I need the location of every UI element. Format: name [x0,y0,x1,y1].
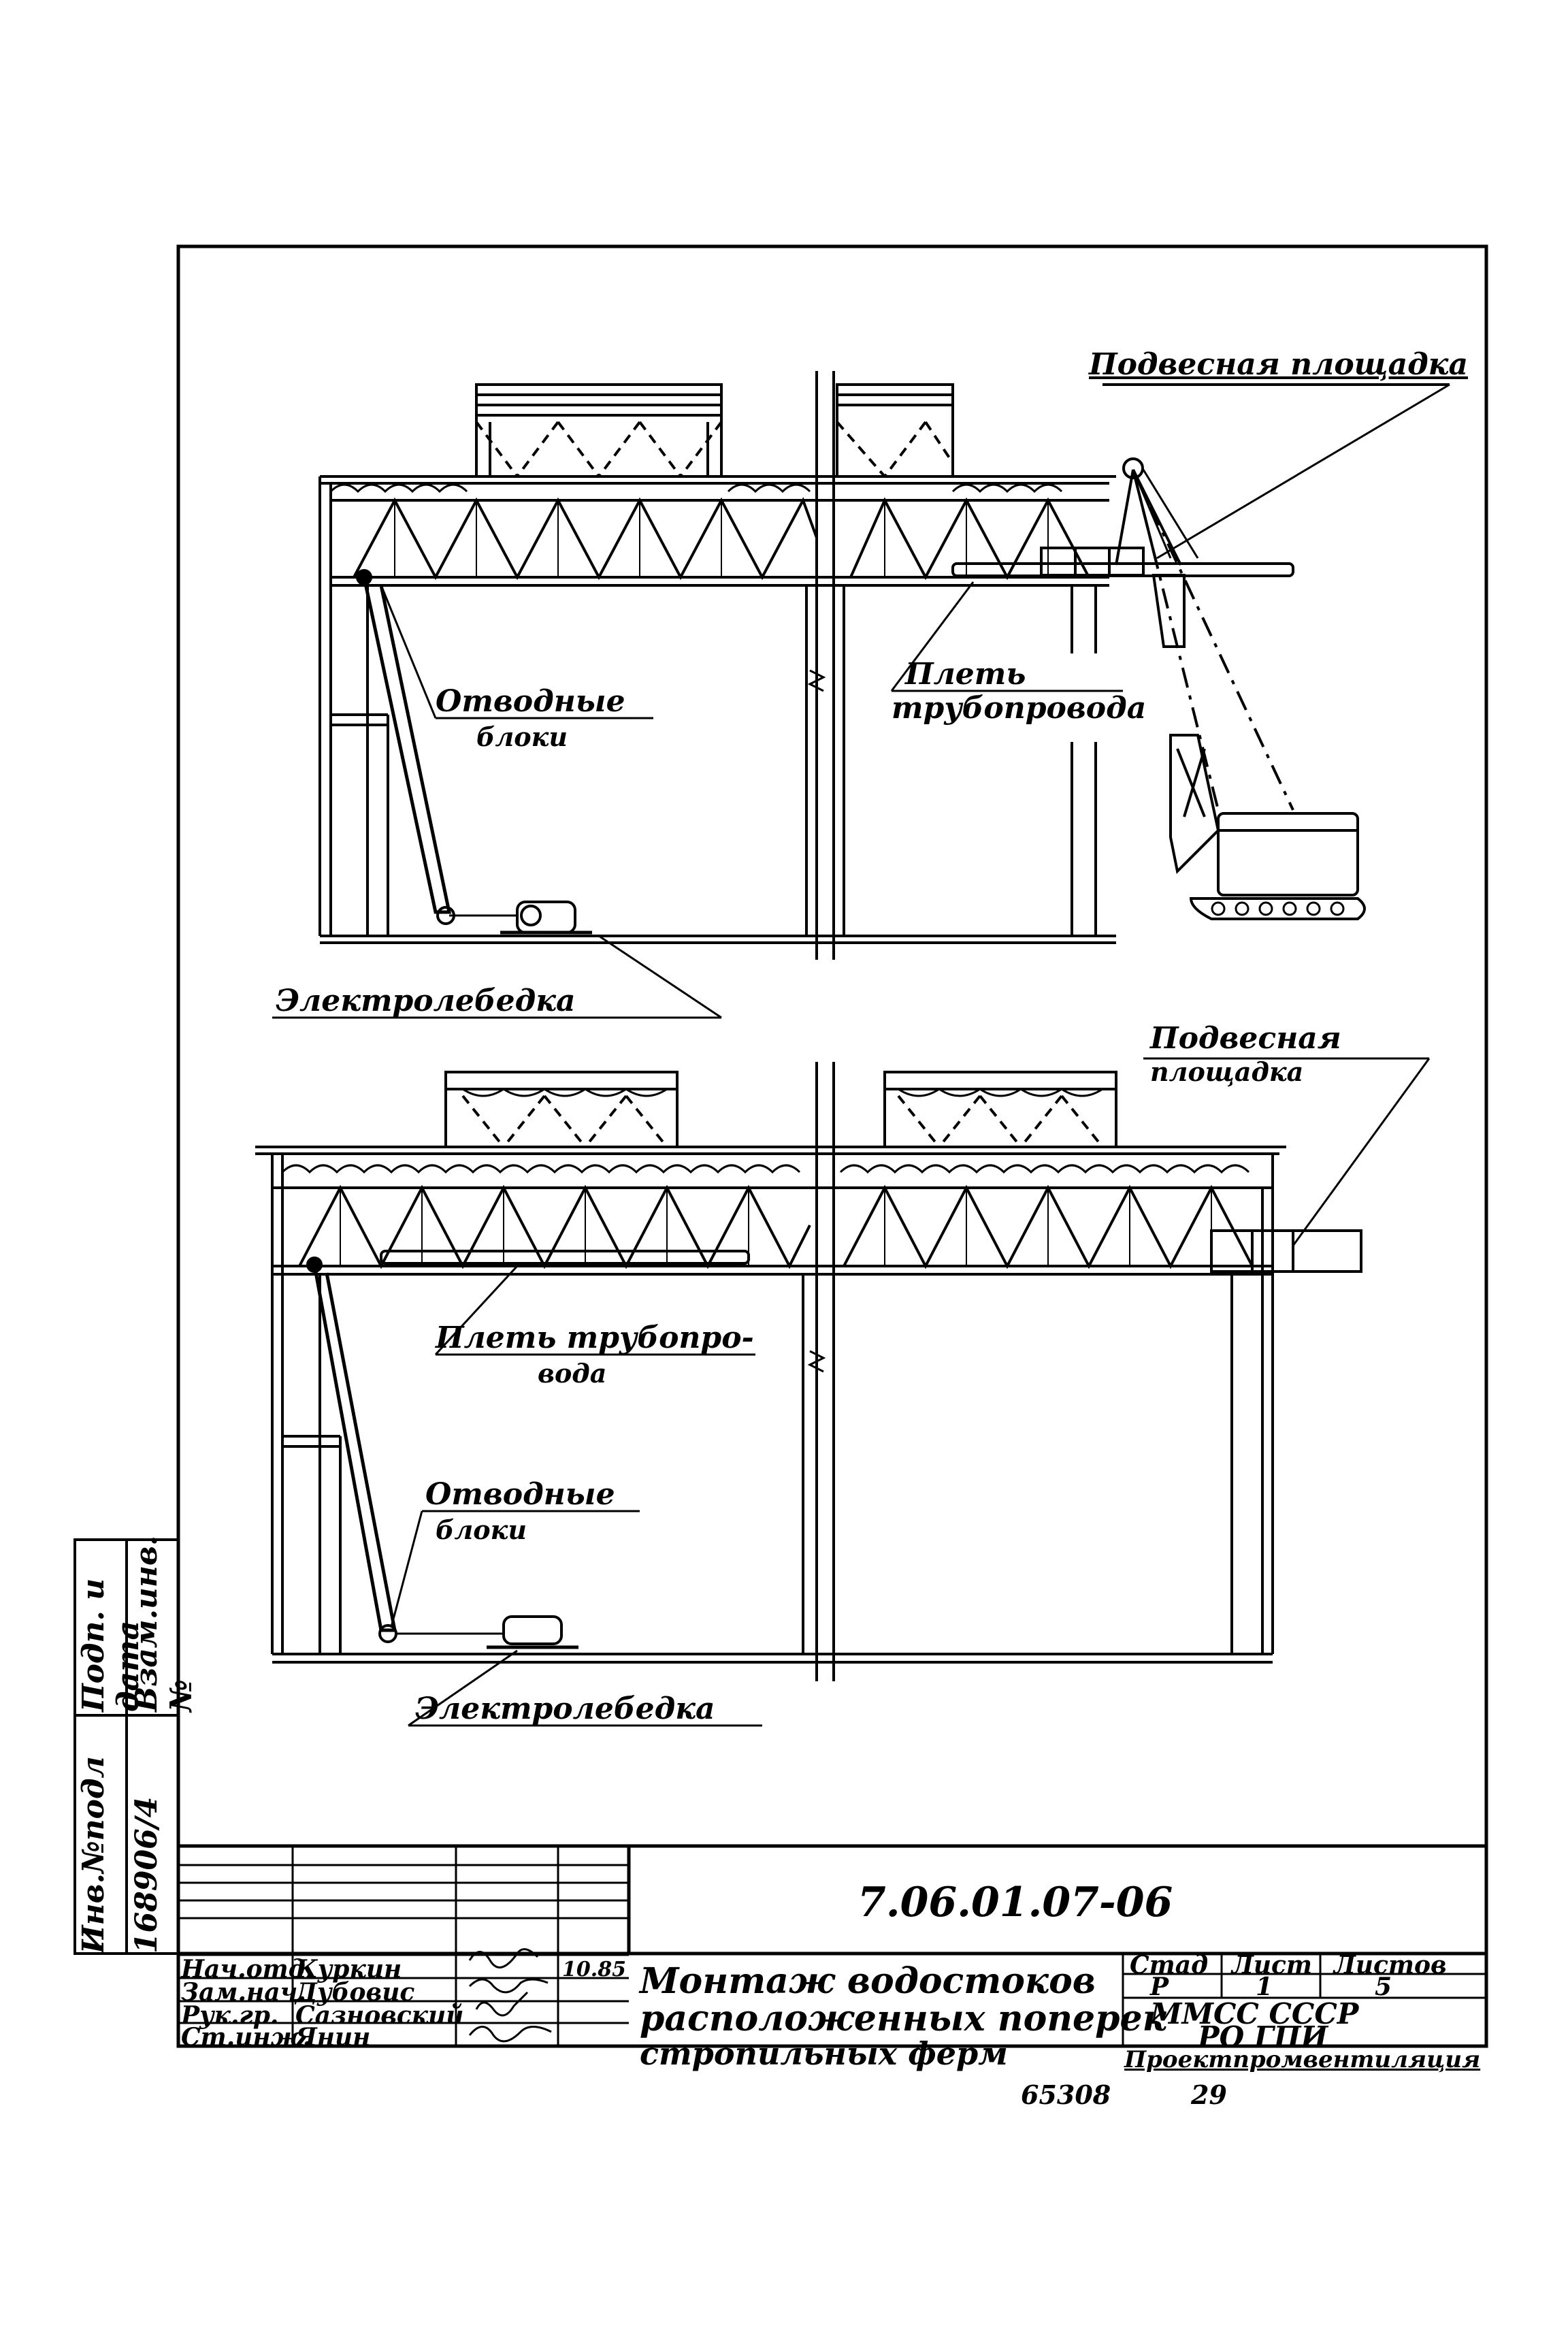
sheet-value: 1 [1256,1973,1273,2001]
label-blocks-top-line1: Отводные [436,684,625,719]
doc-code: 7.06.01.07-06 [858,1879,1173,1926]
sheet-header: Лист [1232,1951,1313,1979]
drawing-title-line2: расположенных поперек [640,1998,1166,2039]
name-4: Янин [295,2023,371,2052]
sign-date: 10.85 [562,1958,626,1981]
drawing-title-line1: Монтаж водостоков [640,1960,1096,2002]
drawing-title-line3: стропильных ферм [640,2035,1008,2072]
bottom-view [255,1057,1431,1727]
label-blocks-bottom-line2: блоки [436,1515,527,1545]
side-stamp-inv-number: 168906/4 [129,1796,164,1954]
name-1: Куркин [295,1955,402,1983]
top-view [272,371,1450,1019]
label-hanging-platform-bottom-line2: площадка [1150,1056,1304,1087]
role-3: Рук.гр. [181,2001,279,2030]
side-stamp-inv-label: Инв.№подл [76,1756,111,1954]
side-stamp-replace-inv-label: Взам.инв.№ [129,1535,199,1712]
name-2: Дубовис [295,1978,415,2007]
role-4: Ст.инж. [181,2023,312,2052]
label-blocks-top-line2: блоки [476,722,568,752]
side-stamp-inv-value: 168906/4 [129,1715,164,1954]
sheets-header: Листов [1334,1951,1447,1979]
label-hanging-platform-top: Подвесная площадка [1089,347,1468,382]
signatures [468,1948,552,2043]
stage-header: Стад [1130,1951,1209,1979]
sheets-value: 5 [1375,1973,1392,2001]
side-stamp-replace-inv: Взам.инв.№ [129,1535,199,1712]
label-hanging-platform-bottom-line1: Подвесная [1150,1021,1341,1056]
org-line3: Проектпромвентиляция [1124,2046,1481,2073]
name-3: Сазновский [295,2001,464,2030]
label-pipe-top-line1: Плеть [905,657,1026,692]
org-line2: РО ГПИ [1198,2020,1328,2054]
side-stamp-grid [74,1538,180,1955]
label-pipe-bottom-line1: Плеть трубопро- [436,1321,754,1355]
label-winch-top: Электролебедка [276,984,576,1018]
title-block-grid [176,1844,1488,2048]
stage-value: Р [1150,1973,1169,2001]
org-line1: ММСС СССР [1150,1997,1359,2030]
label-winch-bottom: Электролебедка [415,1691,715,1726]
label-pipe-bottom-line2: вода [538,1358,607,1389]
label-pipe-top-line2: трубопровода [892,691,1147,726]
label-blocks-bottom-line1: Отводные [425,1477,615,1512]
page-number: 29 [1191,2079,1227,2110]
role-2: Зам.нач. [181,1978,306,2007]
role-1: Нач.отд. [181,1955,314,1983]
archive-number: 65308 [1021,2079,1111,2110]
